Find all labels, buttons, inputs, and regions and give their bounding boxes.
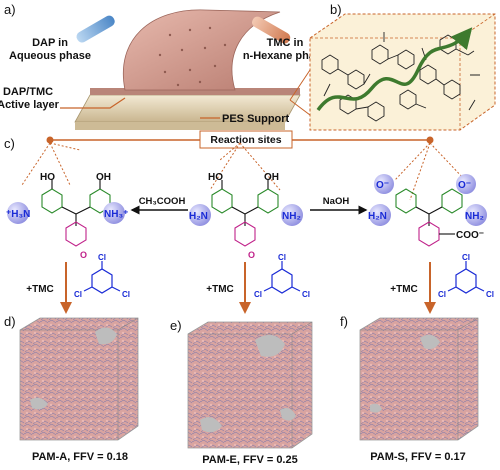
panel-b: b) [309,2,496,131]
nh2-sphere-center-left [189,204,211,226]
basic-o-minus-left: O⁻ [376,180,389,191]
tmc-cl-left-2: Cl [122,290,130,299]
basic-nh2: NH₂ [465,211,484,222]
tmc-cl-left-3: Cl [74,290,82,299]
active-layer-label-line1: DAP/TMC [3,86,53,98]
membrane-sheet [123,9,281,91]
md-box-pam-a-edges [20,317,139,440]
nh2-sphere-basic-right [465,204,487,226]
tmc-add-center: +TMC [206,284,234,295]
nh2-sphere-basic-left [369,204,391,226]
caption-pam-s: PAM-S, FFV = 0.17 [370,451,465,463]
panel-c-label: c) [4,136,15,151]
site-dot-right [426,136,434,144]
neutral-h2n: H₂N [189,211,208,222]
caption-pam-e: PAM-E, FFV = 0.25 [202,454,297,466]
md-free-volume-pam-e [200,334,296,433]
panel-a: a) DAP in Aqueous phase TMC in n-Hexane … [0,2,331,131]
neutral-nh2: NH₂ [282,211,301,222]
tmc-cl-right-2: Cl [486,290,494,299]
panel-b-label: b) [330,2,342,17]
neutral-ho: HO [208,172,223,183]
pes-support-label: PES Support [222,113,290,125]
md-box-pam-s-edges [360,317,479,440]
basic-coo: COO⁻ [456,230,484,241]
tmc-structure-left [83,261,121,294]
tmc-structure-right [447,261,485,294]
tmc-cl-right-1: Cl [462,253,470,262]
md-box-pam-a [19,317,139,441]
panel-d: d) PAM-A, FFV = 0.18 [4,314,139,463]
active-layer-leader [60,97,126,109]
md-box-pam-e [187,321,313,449]
tmc-cl-center-3: Cl [254,290,262,299]
base-reagent-label: NaOH [323,196,350,207]
tmc-cl-center-2: Cl [302,290,310,299]
nh3-sphere-left [7,202,29,224]
acid-ho: HO [40,172,55,183]
neutral-lactone-o: O [248,250,255,260]
md-box-pam-s [359,317,479,441]
membrane-pores [158,26,227,87]
tmc-label-line2: n-Hexane phase [243,50,327,62]
tmc-label-line1: TMC in [267,37,304,49]
polymer-network [321,32,480,122]
acid-h3n-plus: ⁺H₃N [6,209,30,220]
o-minus-sphere-left [374,174,394,194]
neutral-oh: OH [264,172,279,183]
tmc-cl-right-3: Cl [438,290,446,299]
tmc-down-arrows [60,262,436,314]
tmc-tube-icon [252,16,291,44]
reaction-site-leaders [21,142,466,201]
molecule-basic: O⁻ O⁻ H₂N NH₂ COO⁻ [368,174,487,247]
tmc-structure-center [263,261,301,294]
acid-lactone-o: O [80,250,87,260]
acid-reagent-label: CH₃COOH [139,196,186,207]
tmc-add-right: +TMC [390,284,418,295]
md-box-pam-e-edges [188,321,313,448]
md-free-volume-pam-a [30,327,117,410]
caption-pam-a: PAM-A, FFV = 0.18 [32,451,128,463]
basic-h2n: H₂N [368,211,387,222]
panel-c: c) Reaction sites HO OH ⁺H₃N [4,130,494,314]
panel-e-label: e) [170,318,182,333]
site-dot-left [46,136,54,144]
panel-d-label: d) [4,314,16,329]
nh3-sphere-right [103,202,125,224]
molecule-acidic: HO OH ⁺H₃N NH₃⁺ O [6,172,128,260]
acid-nh3-plus: NH₃⁺ [104,209,128,220]
nh2-sphere-center-right [281,204,303,226]
tmc-cl-left-1: Cl [98,253,106,262]
md-free-volume-pam-s [370,334,440,413]
dap-label-line2: Aqueous phase [9,50,91,62]
panel-f-label: f) [340,314,348,329]
reaction-sites-box [199,130,293,149]
tmc-add-left: +TMC [26,284,54,295]
pes-support-side [75,122,285,130]
reaction-sites-label: Reaction sites [210,134,281,146]
water-transport-arrow [316,27,473,112]
o-minus-sphere-right [456,174,476,194]
panel-e: e) PAM-E, FFV = 0.25 [170,318,313,466]
tmc-cl-center-1: Cl [278,253,286,262]
dap-tube-icon [76,15,115,43]
panel-f: f) PAM-S, FFV = 0.17 [340,314,479,463]
dap-label-line1: DAP in [32,37,68,49]
panel-a-label: a) [4,2,16,17]
acid-oh: OH [96,172,111,183]
basic-o-minus-right: O⁻ [458,180,471,191]
molecule-neutral: HO OH H₂N NH₂ O [189,172,303,260]
active-layer-label-line2: Active layer [0,99,60,111]
